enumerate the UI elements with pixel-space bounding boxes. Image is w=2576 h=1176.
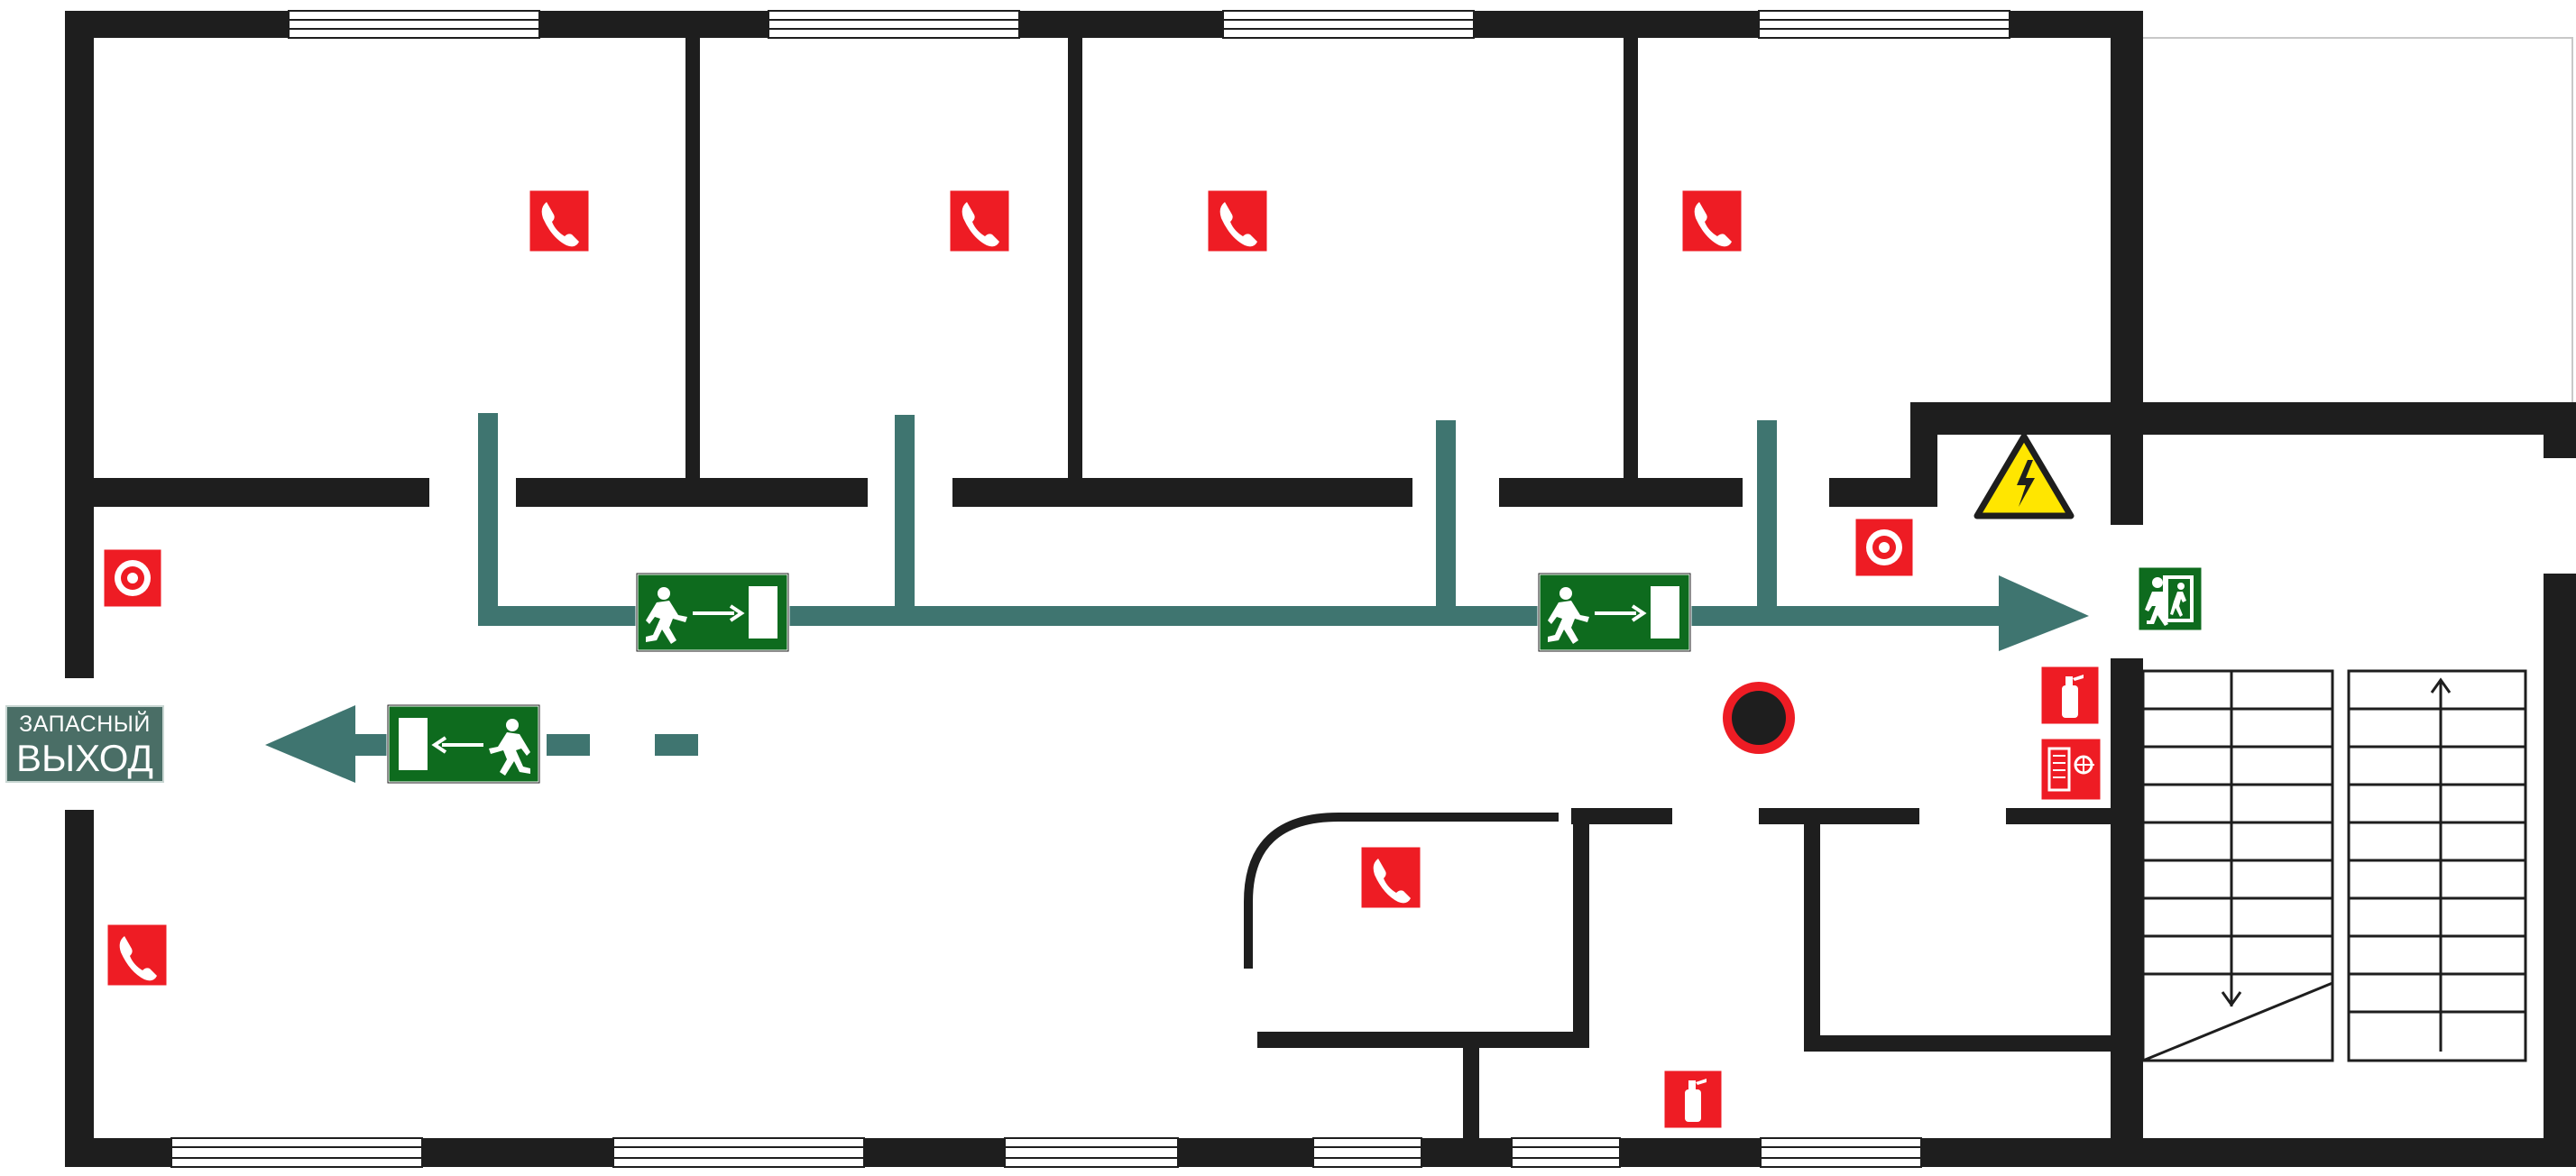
exit-sign-right-2 — [1537, 572, 1692, 653]
exit-sign-right-1 — [635, 572, 790, 653]
exit-door-sign — [2136, 565, 2204, 633]
curved-wall — [1244, 813, 1559, 969]
stairs-down — [2141, 669, 2334, 1062]
phone-icon-room1 — [527, 188, 592, 254]
adjacent-room-outline — [2143, 37, 2573, 402]
fire-extinguisher-icon-stair — [2038, 664, 2102, 727]
windows-bottom — [170, 1137, 1922, 1168]
emergency-exit-line1: ЗАПАСНЫЙ — [19, 712, 151, 737]
emergency-exit-label: ЗАПАСНЫЙ ВЫХОД — [5, 705, 164, 783]
exit-sign-left — [386, 703, 541, 785]
fire-extinguisher-icon-bottom — [1661, 1068, 1725, 1131]
outer-walls — [65, 11, 2576, 1167]
stairs-up — [2347, 669, 2527, 1062]
high-voltage-warning-icon — [1973, 433, 2075, 519]
phone-icon-corridor — [105, 922, 170, 988]
phone-icon-lower-room — [1358, 844, 1423, 911]
fire-alarm-icon-right — [1853, 516, 1916, 579]
emergency-exit-line2: ВЫХОД — [15, 737, 153, 779]
windows-top — [288, 10, 2010, 39]
route-arrow-left — [265, 705, 355, 783]
phone-icon-room4 — [1679, 188, 1744, 254]
route-arrow-right — [1999, 575, 2089, 651]
interior-walls — [94, 38, 2544, 1167]
fire-alarm-icon-left — [101, 547, 164, 610]
you-are-here-marker — [1723, 682, 1795, 754]
fire-hose-icon — [2038, 736, 2103, 803]
phone-icon-room2 — [947, 188, 1012, 254]
phone-icon-room3 — [1205, 188, 1270, 254]
